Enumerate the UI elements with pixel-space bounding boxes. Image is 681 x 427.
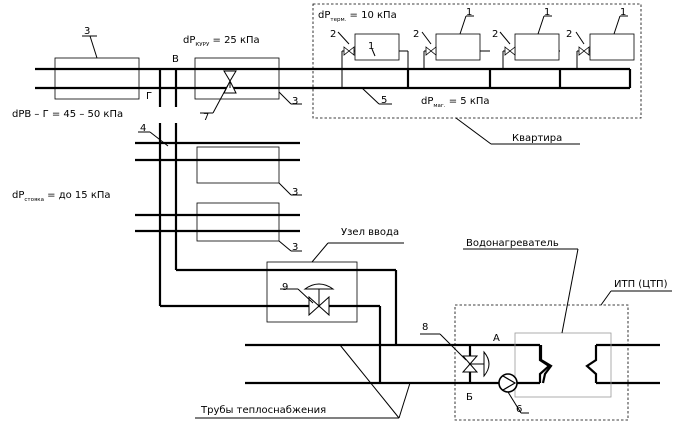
radiator-1d: 1 (589, 7, 635, 61)
point-g-label: Г (146, 91, 152, 102)
insulation-box-floor-2 (196, 202, 280, 242)
callout-6: 6 (516, 404, 522, 415)
water-heater-box (514, 332, 612, 398)
heat-pipes-label: Трубы теплоснабжения (200, 405, 326, 416)
thermo-valve-2b: 2 (413, 29, 437, 56)
svg-text:1: 1 (620, 7, 626, 18)
radiator-1b: 1 (435, 7, 481, 61)
dp-vg-label: dPВ – Г = 45 – 50 кПа (12, 109, 123, 120)
risers (158, 69, 178, 306)
svg-text:1: 1 (466, 7, 472, 18)
supply-pipes (245, 343, 660, 385)
callout-7: 7 (203, 112, 209, 123)
callout-3-left: 3 (84, 26, 90, 37)
svg-text:2: 2 (330, 29, 336, 40)
entry-node-label: Узел ввода (341, 227, 399, 238)
callout-5: 5 (381, 95, 387, 106)
dp-term-label: dPтерм. = 10 кПа (318, 10, 397, 23)
apartment-boundary (312, 3, 642, 119)
point-b-label: Б (466, 392, 473, 403)
entry-valve-9: 9 (280, 282, 335, 317)
kuru-box (194, 57, 280, 100)
point-v-label: В (172, 54, 179, 65)
svg-text:1: 1 (368, 41, 374, 52)
apartment-branch-ties (406, 69, 632, 88)
svg-text:2: 2 (566, 29, 572, 40)
radiator-1c: 1 (514, 7, 560, 61)
radiator-1a: 1 (354, 33, 400, 61)
callout-3-floor-1: 3 (292, 187, 298, 198)
callout-3-floor-2: 3 (292, 242, 298, 253)
apartment-label: Квартира (512, 133, 562, 144)
itp-valve-8: 8 (420, 322, 490, 378)
water-heater-label: Водонагреватель (466, 238, 559, 249)
insulation-box-floor-1 (196, 146, 280, 184)
dp-stoyka-label: dPстояка = до 15 кПа (12, 190, 111, 203)
dp-kuru-label: dPКУРУ = 25 кПа (183, 35, 260, 48)
thermo-valve-2d: 2 (566, 29, 590, 56)
callout-9: 9 (282, 282, 288, 293)
itp-boundary (454, 304, 629, 421)
callout-8: 8 (422, 322, 428, 333)
water-heater-break (538, 340, 598, 390)
svg-text:2: 2 (413, 29, 419, 40)
svg-text:1: 1 (544, 7, 550, 18)
callout-4: 4 (140, 123, 146, 134)
itp-label: ИТП (ЦТП) (614, 279, 668, 290)
insulation-box-left (54, 57, 140, 100)
callout-3-kuru: 3 (292, 96, 298, 107)
point-a-label: А (493, 333, 500, 344)
svg-text:2: 2 (492, 29, 498, 40)
pump-6: 6 (498, 373, 529, 415)
dp-mag-label: dPмаг. = 5 кПа (421, 96, 490, 109)
thermo-valve-2a: 2 (330, 29, 355, 56)
pressure-regulator-7: 7 (200, 70, 237, 123)
thermo-valve-2c: 2 (492, 29, 516, 56)
